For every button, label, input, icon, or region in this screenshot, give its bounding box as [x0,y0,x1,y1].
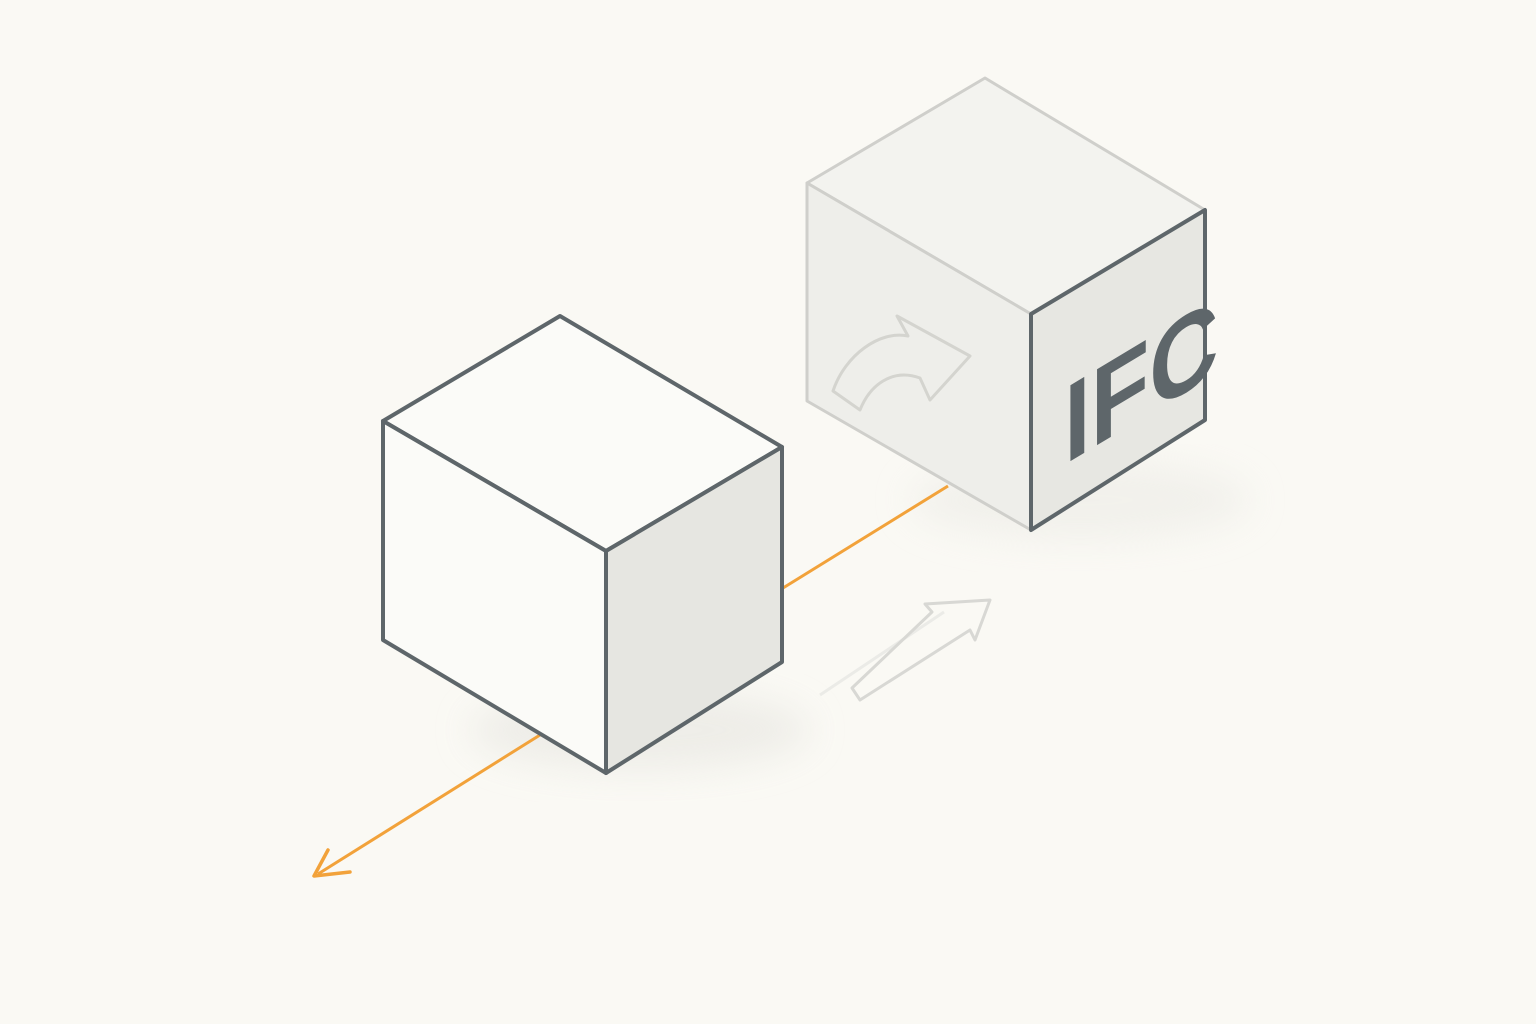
target-cube-side-face [1029,208,1207,532]
ghost-motion-arrow-icon [819,598,992,702]
target-cube: IFC [805,76,1219,532]
source-cube [381,314,784,775]
curved-export-arrow-icon [831,314,972,412]
source-cube-side-face [604,445,784,775]
axis-arrowhead-icon [312,848,352,878]
axis-segment-middle [782,484,949,590]
orange-axis [312,484,949,878]
axis-segment-front [317,733,541,876]
